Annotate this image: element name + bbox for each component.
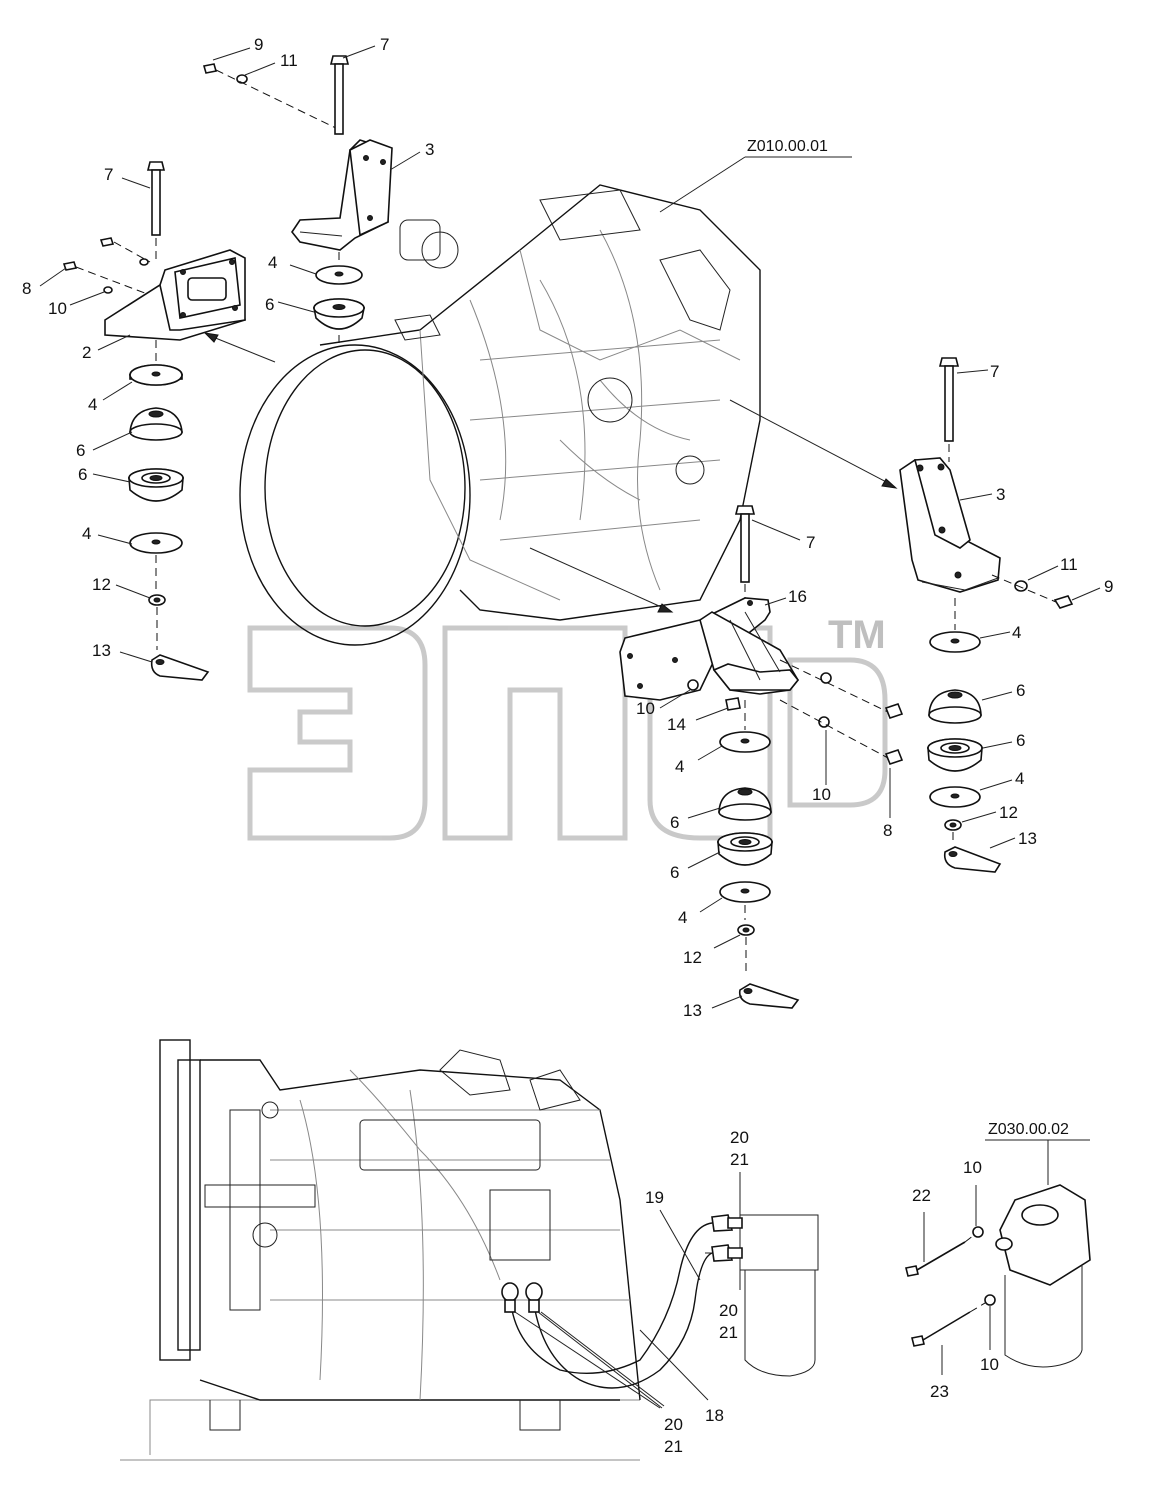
filter-assembly: Z030.00.02 [905,1121,1091,1375]
callout-7: 7 [104,165,113,184]
callout-8: 8 [22,279,31,298]
callout-9: 9 [254,35,263,54]
callout-21: 21 [664,1437,683,1456]
callout-4: 4 [82,524,91,543]
callout-6: 6 [670,863,679,882]
callout-11: 11 [280,51,298,70]
callout-22: 22 [912,1186,931,1205]
callout-20: 20 [719,1301,738,1320]
callout-20: 20 [730,1128,749,1147]
callout-6: 6 [1016,731,1025,750]
callout-4: 4 [1015,769,1024,788]
callout-3: 3 [425,140,434,159]
callout-6: 6 [78,465,87,484]
callout-6: 6 [265,295,274,314]
engine-reference-label: Z010.00.01 [747,138,828,155]
callout-13: 13 [683,1001,702,1020]
engine-upper-illustration [239,184,761,646]
callout-10: 10 [636,699,655,718]
callout-6: 6 [1016,681,1025,700]
callout-14: 14 [667,715,686,734]
callout-6: 6 [76,441,85,460]
callout-7: 7 [380,35,389,54]
callout-10: 10 [963,1158,982,1177]
callout-21: 21 [730,1150,749,1169]
callout-4: 4 [268,253,277,272]
engine-reference-callout: Z010.00.01 [659,138,852,213]
callout-20: 20 [664,1415,683,1434]
callout-16: 16 [788,587,807,606]
callout-21: 21 [719,1323,738,1342]
center-mount-stack [529,505,904,1009]
callout-6: 6 [670,813,679,832]
callout-7: 7 [990,362,999,381]
left-mount-stack [62,161,276,681]
trademark-text: TM [828,613,886,657]
filter-reference-label: Z030.00.02 [988,1121,1069,1138]
callout-2: 2 [82,343,91,362]
callout-4: 4 [678,908,687,927]
callout-23: 23 [930,1382,949,1401]
right-mount-stack [729,357,1074,873]
callout-4: 4 [88,395,97,414]
callout-19: 19 [645,1188,664,1207]
hose-assembly [501,1172,819,1409]
callout-10: 10 [48,299,67,318]
callout-10: 10 [812,785,831,804]
callout-labels: 9 11 7 3 7 8 10 2 4 6 4 6 6 4 12 13 7 3 … [22,35,1113,1456]
callout-10: 10 [980,1355,999,1374]
callout-7: 7 [806,533,815,552]
callout-12: 12 [683,948,702,967]
engine-lower-illustration [120,1039,641,1461]
callout-18: 18 [705,1406,724,1425]
callout-4: 4 [1012,623,1021,642]
callout-11: 11 [1060,555,1078,574]
leader-lines [39,45,1101,1009]
callout-13: 13 [1018,829,1037,848]
callout-9: 9 [1104,577,1113,596]
callout-8: 8 [883,821,892,840]
top-middle-mount-stack [202,55,393,348]
callout-3: 3 [996,485,1005,504]
callout-13: 13 [92,641,111,660]
watermark-logo: TM [247,613,888,841]
callout-4: 4 [675,757,684,776]
callout-12: 12 [92,575,111,594]
callout-12: 12 [999,803,1018,822]
